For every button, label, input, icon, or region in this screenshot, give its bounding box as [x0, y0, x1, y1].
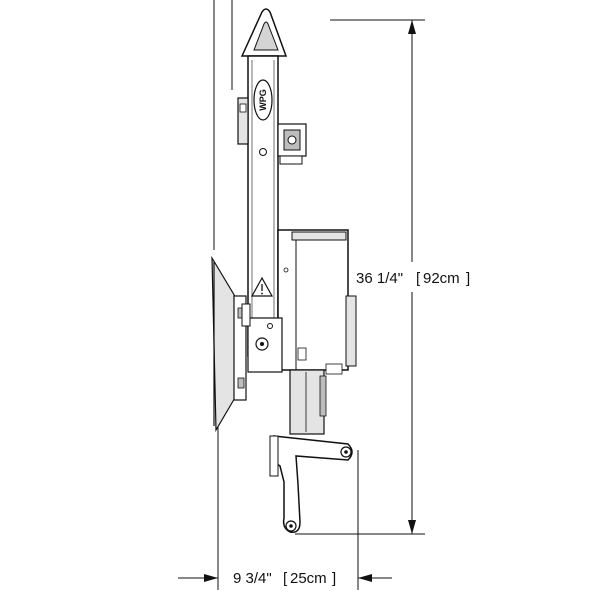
vacuum-pad	[211, 255, 247, 433]
height-dimension: 36 1/4" [ 92cm ]	[295, 19, 470, 535]
arrowhead-right	[358, 574, 372, 582]
width-bracket-open: [	[283, 570, 288, 587]
handle-arm	[269, 435, 353, 534]
svg-text:WPG: WPG	[258, 89, 268, 111]
lower-column	[289, 369, 327, 435]
height-imperial-label: 36 1/4"	[356, 270, 403, 287]
height-bracket-close: ]	[466, 270, 470, 287]
warning-triangle-icon	[250, 276, 274, 297]
arrowhead-top	[408, 20, 416, 34]
height-metric-label: 92cm	[423, 270, 460, 287]
arrowhead-bottom	[408, 520, 416, 534]
wpg-logo	[253, 79, 273, 121]
width-dimension: 9 3/4" [ 25cm ]	[178, 420, 392, 590]
control-knob	[277, 123, 307, 165]
height-bracket-open: [	[416, 270, 421, 287]
width-imperial-label: 9 3/4"	[233, 570, 272, 587]
lower-bracket	[241, 303, 283, 373]
width-metric-label: 25cm	[290, 570, 327, 587]
main-beam: WPG	[237, 8, 307, 357]
arrowhead-left	[204, 574, 218, 582]
width-bracket-close: ]	[332, 570, 336, 587]
pump-housing	[277, 229, 357, 375]
